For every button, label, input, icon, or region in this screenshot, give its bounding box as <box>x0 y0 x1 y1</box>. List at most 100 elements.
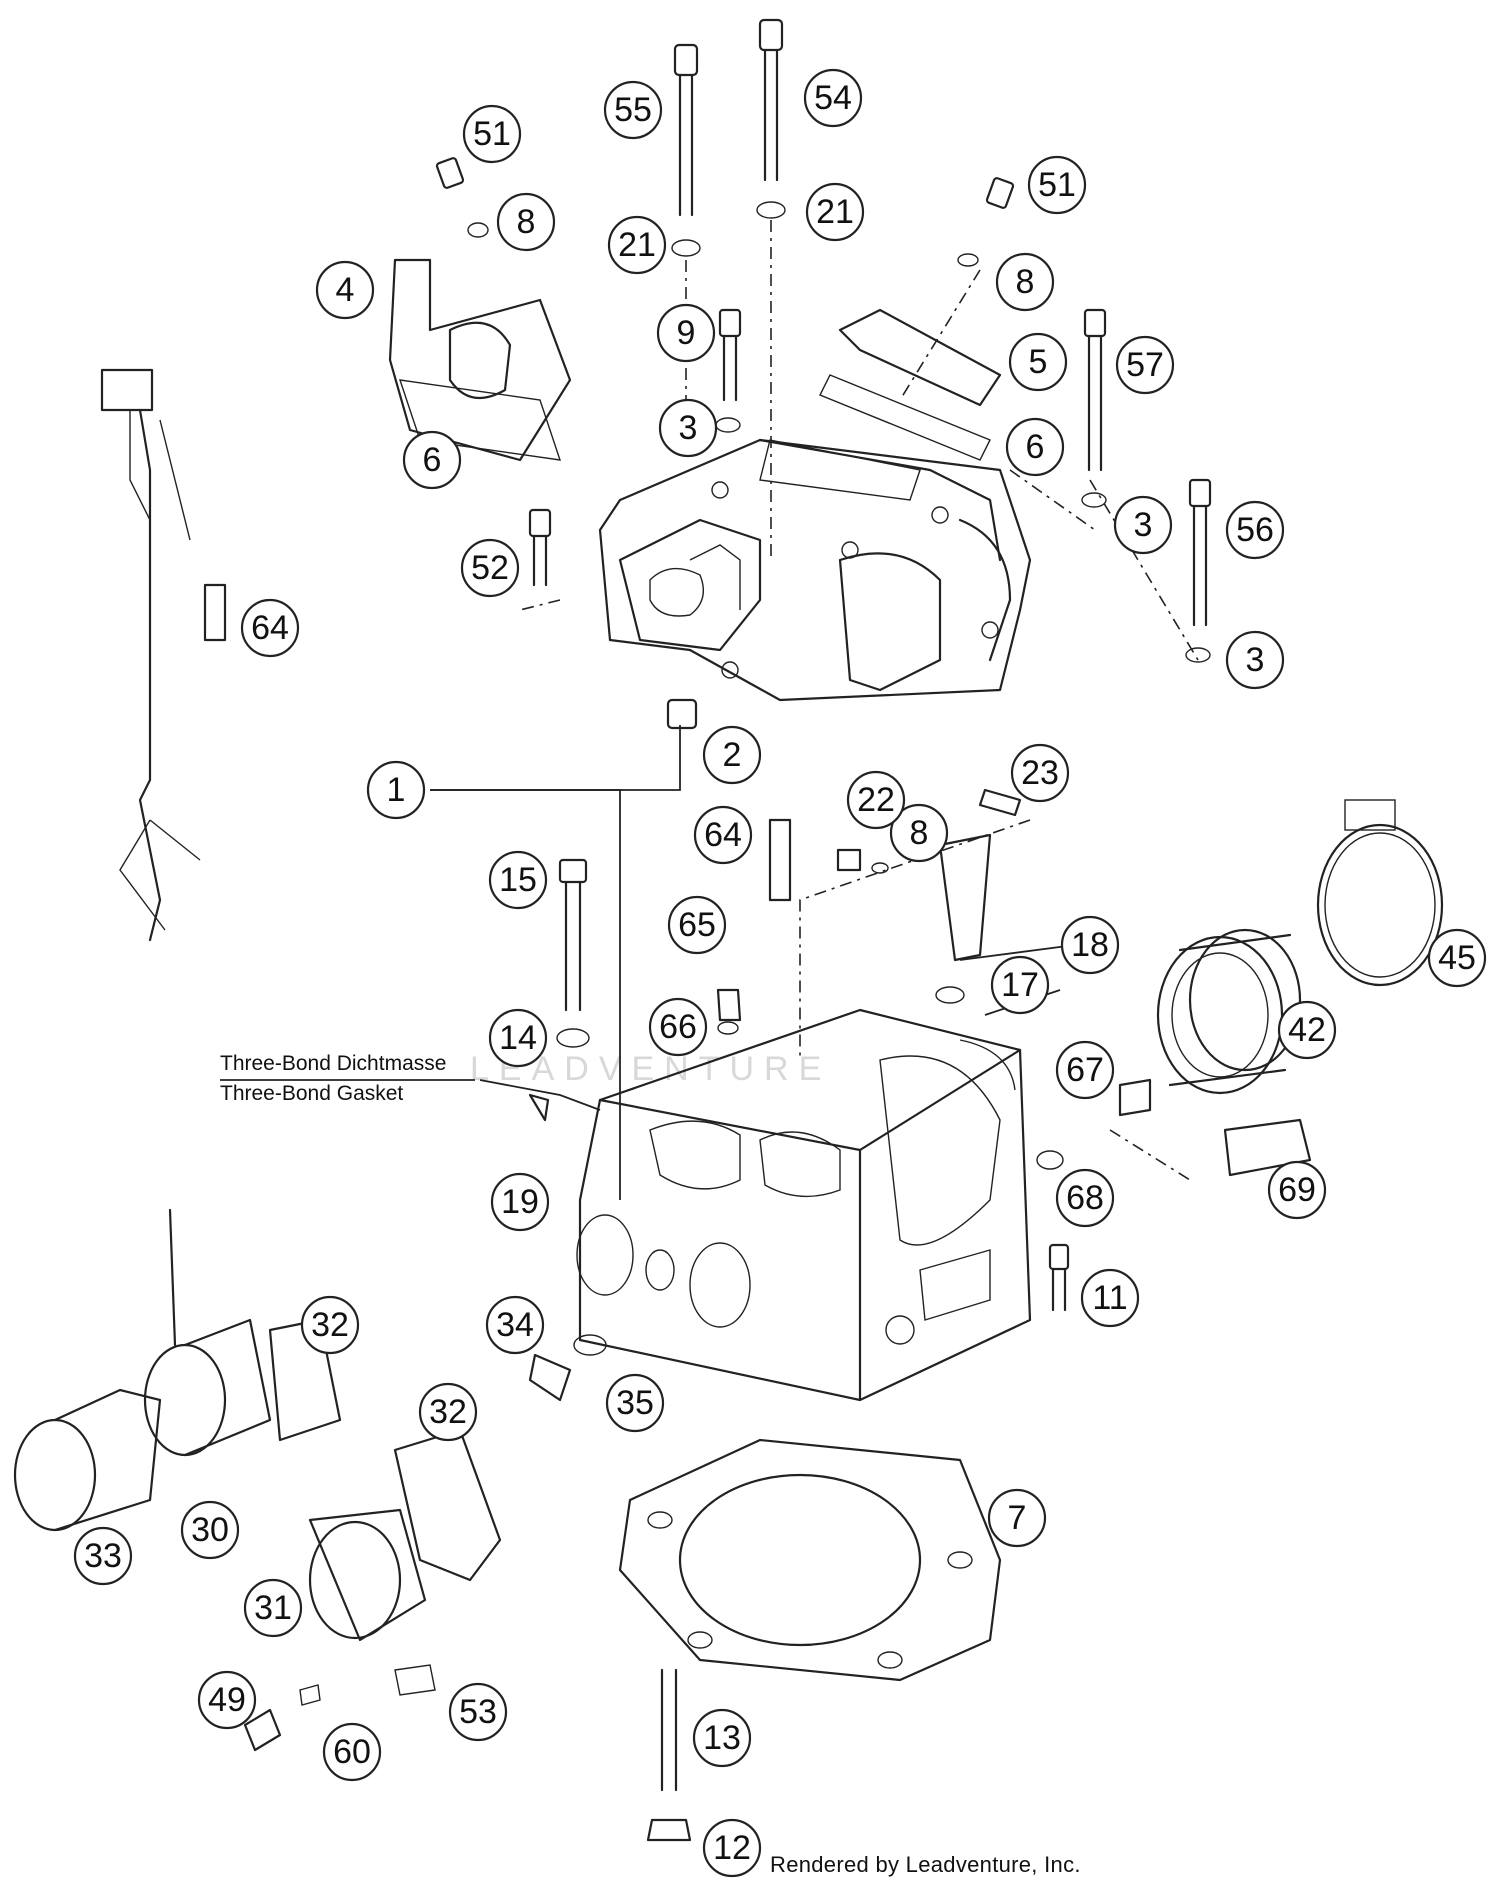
svg-text:14: 14 <box>499 1019 537 1057</box>
callout-52: 52 <box>460 538 520 598</box>
callout-8: 8 <box>496 192 556 252</box>
callouts: 1 2 3 3 3 4 5 6 6 7 8 8 8 9 11 12 13 14 … <box>73 68 1487 1878</box>
callout-23: 23 <box>1010 743 1070 803</box>
callout-18: 18 <box>1060 915 1120 975</box>
svg-text:12: 12 <box>713 1829 751 1867</box>
svg-text:19: 19 <box>501 1183 539 1221</box>
svg-text:3: 3 <box>679 409 698 447</box>
svg-text:51: 51 <box>1038 166 1076 204</box>
callout-51: 51 <box>462 104 522 164</box>
callout-14: 14 <box>488 1008 548 1068</box>
callout-7: 7 <box>987 1488 1047 1548</box>
svg-text:2: 2 <box>723 736 742 774</box>
svg-text:6: 6 <box>423 441 442 479</box>
svg-text:30: 30 <box>191 1511 229 1549</box>
callout-49: 49 <box>197 1670 257 1730</box>
callout-53: 53 <box>448 1682 508 1742</box>
svg-text:32: 32 <box>429 1393 467 1431</box>
callout-2: 2 <box>702 725 762 785</box>
svg-text:17: 17 <box>1001 966 1039 1004</box>
svg-text:51: 51 <box>473 115 511 153</box>
callout-51: 51 <box>1027 155 1087 215</box>
callout-57: 57 <box>1115 335 1175 395</box>
callout-3: 3 <box>1225 630 1285 690</box>
svg-text:64: 64 <box>251 609 289 647</box>
callout-6: 6 <box>402 430 462 490</box>
callout-22: 22 <box>846 770 906 830</box>
svg-text:8: 8 <box>1016 263 1035 301</box>
svg-text:60: 60 <box>333 1733 371 1771</box>
callout-8: 8 <box>995 252 1055 312</box>
callout-21: 21 <box>607 215 667 275</box>
svg-text:11: 11 <box>1092 1279 1127 1317</box>
callout-33: 33 <box>73 1526 133 1586</box>
callout-6: 6 <box>1005 417 1065 477</box>
callout-55: 55 <box>603 80 663 140</box>
svg-text:42: 42 <box>1288 1011 1326 1049</box>
svg-text:6: 6 <box>1026 428 1045 466</box>
callout-21: 21 <box>805 182 865 242</box>
svg-text:21: 21 <box>618 226 656 264</box>
part-head-gasket <box>618 1438 1002 1682</box>
callout-32: 32 <box>300 1295 360 1355</box>
svg-text:13: 13 <box>703 1719 741 1757</box>
callout-13: 13 <box>692 1708 752 1768</box>
note-line-2: Three-Bond Gasket <box>220 1082 403 1105</box>
callout-9: 9 <box>656 303 716 363</box>
svg-text:3: 3 <box>1134 506 1153 544</box>
callout-34: 34 <box>485 1295 545 1355</box>
render-credit: Rendered by Leadventure, Inc. <box>770 1852 1081 1877</box>
svg-text:45: 45 <box>1438 939 1476 977</box>
part-cover-4 <box>388 258 572 462</box>
callout-67: 67 <box>1055 1040 1115 1100</box>
part-washers <box>467 201 1211 1048</box>
svg-text:49: 49 <box>208 1681 246 1719</box>
svg-text:35: 35 <box>616 1384 654 1422</box>
callout-19: 19 <box>490 1172 550 1232</box>
callout-68: 68 <box>1055 1168 1115 1228</box>
callout-60: 60 <box>322 1722 382 1782</box>
part-cylinder-head <box>576 1008 1032 1402</box>
callout-5: 5 <box>1008 332 1068 392</box>
callout-54: 54 <box>803 68 863 128</box>
svg-text:56: 56 <box>1236 511 1274 549</box>
callout-64: 64 <box>240 598 300 658</box>
callout-3: 3 <box>658 398 718 458</box>
callout-32: 32 <box>418 1382 478 1442</box>
part-bolts <box>435 18 1212 1842</box>
note-line-1: Three-Bond Dichtmasse <box>220 1052 446 1075</box>
svg-text:66: 66 <box>659 1008 697 1046</box>
svg-text:1: 1 <box>387 771 406 809</box>
callout-30: 30 <box>180 1500 240 1560</box>
callout-1: 1 <box>366 760 426 820</box>
svg-text:68: 68 <box>1066 1179 1104 1217</box>
svg-text:52: 52 <box>471 549 509 587</box>
callout-17: 17 <box>990 955 1050 1015</box>
callout-56: 56 <box>1225 500 1285 560</box>
callout-12: 12 <box>702 1818 762 1878</box>
svg-text:9: 9 <box>677 314 696 352</box>
svg-text:7: 7 <box>1008 1499 1027 1537</box>
svg-text:69: 69 <box>1278 1171 1316 1209</box>
callout-45: 45 <box>1427 928 1487 988</box>
callout-31: 31 <box>243 1578 303 1638</box>
svg-text:22: 22 <box>857 781 895 819</box>
part-cover-5 <box>819 308 1002 461</box>
svg-text:21: 21 <box>816 193 854 231</box>
svg-text:5: 5 <box>1029 343 1048 381</box>
part-fittings <box>243 698 1312 1752</box>
svg-text:31: 31 <box>254 1589 292 1627</box>
svg-text:57: 57 <box>1126 346 1164 384</box>
svg-text:53: 53 <box>459 1693 497 1731</box>
svg-text:15: 15 <box>499 861 537 899</box>
callout-35: 35 <box>605 1373 665 1433</box>
callout-64: 64 <box>693 805 753 865</box>
svg-text:67: 67 <box>1066 1051 1104 1089</box>
svg-text:54: 54 <box>814 79 852 117</box>
part-valve-cover <box>598 438 1032 702</box>
callout-42: 42 <box>1277 1000 1337 1060</box>
callout-15: 15 <box>488 850 548 910</box>
svg-text:4: 4 <box>336 271 355 309</box>
callout-3: 3 <box>1113 495 1173 555</box>
